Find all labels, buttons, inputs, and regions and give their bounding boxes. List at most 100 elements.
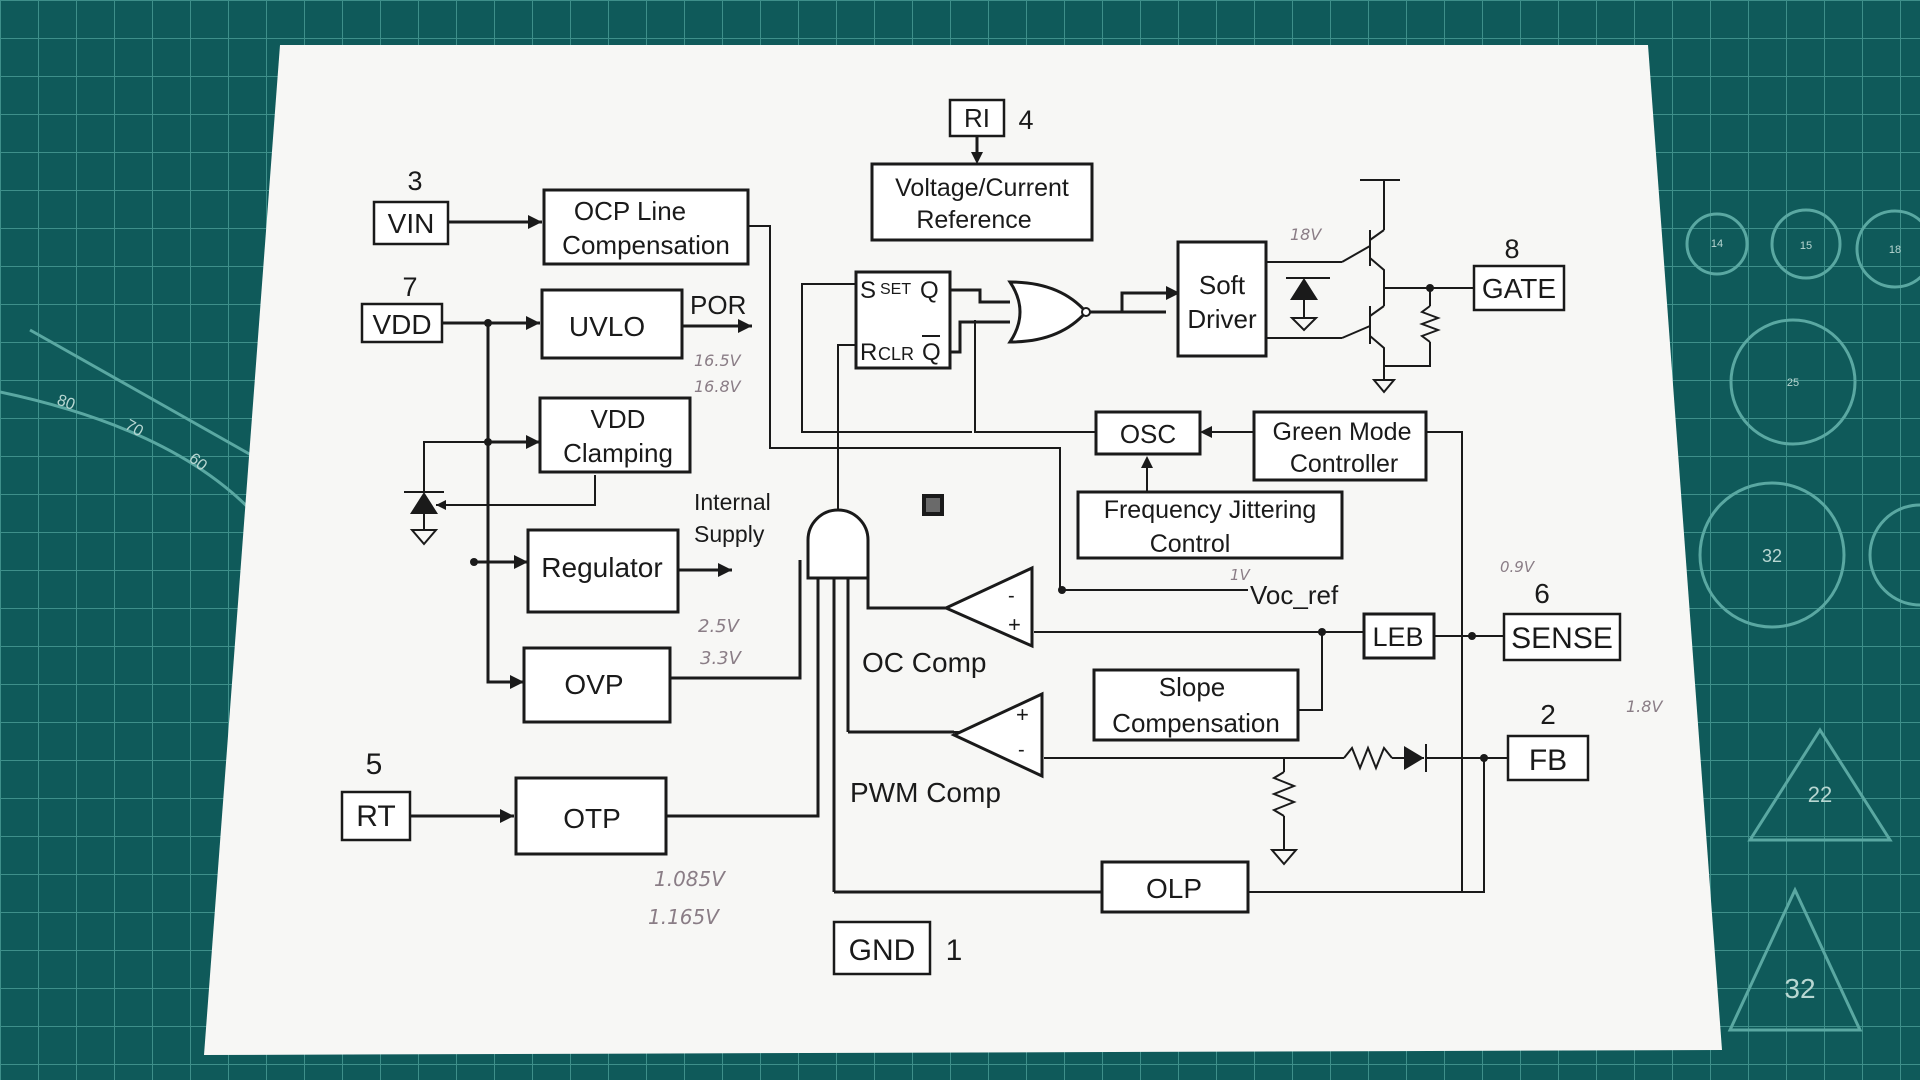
block-label: Slope	[1159, 672, 1226, 702]
otp-block	[514, 776, 668, 856]
pin-label: FB	[1529, 744, 1567, 777]
logic-symbols	[922, 280, 1091, 779]
internal-supply-label: Internal	[694, 489, 771, 515]
comparator-plus: +	[1008, 612, 1021, 637]
pin-vin	[372, 200, 450, 246]
internal-supply-label: Supply	[694, 521, 765, 547]
pin-gate	[1472, 264, 1566, 312]
pin-label: RT	[356, 800, 395, 833]
pin-number: 2	[1540, 699, 1556, 730]
flipflop-set: SET	[880, 281, 911, 298]
pin-label: SENSE	[1511, 622, 1613, 655]
pin-fb	[1506, 734, 1590, 782]
block-label: Driver	[1187, 304, 1257, 334]
pin-label: VDD	[372, 309, 431, 340]
mat-number: 25	[1787, 377, 1799, 389]
block-label: OLP	[1146, 873, 1202, 904]
handwritten-note: 3.3V	[700, 648, 743, 669]
ocp-line-compensation-block	[542, 188, 750, 266]
block-label: LEB	[1372, 622, 1423, 652]
pin-number: 8	[1504, 234, 1519, 264]
ovp-block	[522, 646, 672, 724]
flipflop-q: Q	[920, 277, 939, 304]
handwritten-note: 0.9V	[1500, 558, 1536, 576]
block-label: OTP	[563, 803, 621, 834]
block-label: Soft	[1199, 270, 1246, 300]
mat-number: 32	[1784, 973, 1815, 1004]
handwritten-note: 16.8V	[694, 377, 742, 396]
handwritten-note: 18V	[1290, 225, 1322, 244]
pin-vdd	[360, 302, 444, 344]
block-label: OSC	[1120, 419, 1176, 449]
block-label: Green Mode	[1273, 418, 1412, 446]
handwritten-note: 16.5V	[694, 351, 742, 370]
pwm-comparator	[950, 691, 1044, 779]
flipflop-s: S	[860, 277, 876, 304]
mat-circles	[0, 208, 1920, 1032]
sr-flipflop-block	[854, 270, 952, 370]
block-label: OCP Line	[574, 196, 686, 226]
comparator-minus: -	[1018, 739, 1025, 761]
comparator-minus: -	[1008, 585, 1015, 607]
handwritten-note: 1.8V	[1626, 697, 1663, 716]
uvlo-block	[540, 288, 684, 360]
block-label: Compensation	[1112, 708, 1280, 738]
block-label: Reference	[916, 206, 1031, 234]
block-label: Control	[1150, 530, 1231, 558]
mat-number: 14	[1711, 238, 1723, 250]
block-label: UVLO	[569, 311, 645, 342]
oc-comp-label: OC Comp	[862, 647, 986, 678]
mat-number: 22	[1808, 782, 1832, 807]
por-label: POR	[690, 290, 746, 320]
oc-comparator	[942, 565, 1034, 649]
mat-number: 18	[1889, 244, 1901, 256]
pin-label: GND	[849, 934, 916, 967]
block-label: OVP	[564, 669, 623, 700]
pin-number: 1	[946, 934, 963, 967]
block-label: Compensation	[562, 230, 730, 260]
flipflop-clr: CLR	[878, 344, 914, 364]
olp-block	[1100, 860, 1250, 914]
block-label: Regulator	[541, 552, 662, 583]
osc-block	[1094, 410, 1202, 456]
pin-number: 4	[1018, 105, 1033, 135]
mat-number: 32	[1762, 546, 1782, 566]
block-label: Voltage/Current	[895, 174, 1069, 202]
block-label: Frequency Jittering	[1104, 496, 1317, 524]
pin-ri	[948, 98, 1006, 138]
vdd-clamping-block	[538, 396, 692, 474]
handwritten-note: 1.085V	[654, 867, 726, 891]
comparator-plus: +	[1016, 702, 1029, 727]
slope-compensation-block	[1092, 668, 1300, 742]
pin-number: 3	[407, 166, 422, 196]
pin-rt	[340, 790, 412, 842]
pwm-comp-label: PWM Comp	[850, 777, 1001, 808]
pin-label: VIN	[388, 208, 435, 239]
soft-driver-block	[1176, 240, 1268, 358]
pin-number: 5	[366, 748, 383, 781]
or-gate	[1007, 280, 1088, 344]
handwritten-note: 1.165V	[648, 905, 720, 929]
voc-ref-label: Voc_ref	[1250, 580, 1339, 610]
flipflop-qbar: Q	[922, 339, 941, 366]
block-label: Controller	[1290, 450, 1398, 478]
functional-blocks	[514, 162, 1436, 914]
pins	[340, 98, 1622, 976]
mat-number: 70	[122, 417, 146, 441]
mat-number: 15	[1800, 240, 1812, 252]
wiring	[404, 136, 1508, 894]
regulator-block	[526, 528, 680, 614]
leb-block	[1362, 612, 1436, 660]
pin-label: RI	[964, 103, 990, 133]
green-mode-controller-block	[1252, 410, 1428, 482]
pin-label: GATE	[1482, 273, 1556, 304]
block-label: VDD	[591, 404, 646, 434]
pin-sense	[1502, 612, 1622, 662]
flipflop-r: R	[860, 339, 877, 366]
mat-number: 80	[55, 392, 78, 414]
voltage-current-reference-block	[870, 162, 1094, 242]
block-label: Clamping	[563, 438, 673, 468]
pin-number: 6	[1534, 578, 1550, 609]
